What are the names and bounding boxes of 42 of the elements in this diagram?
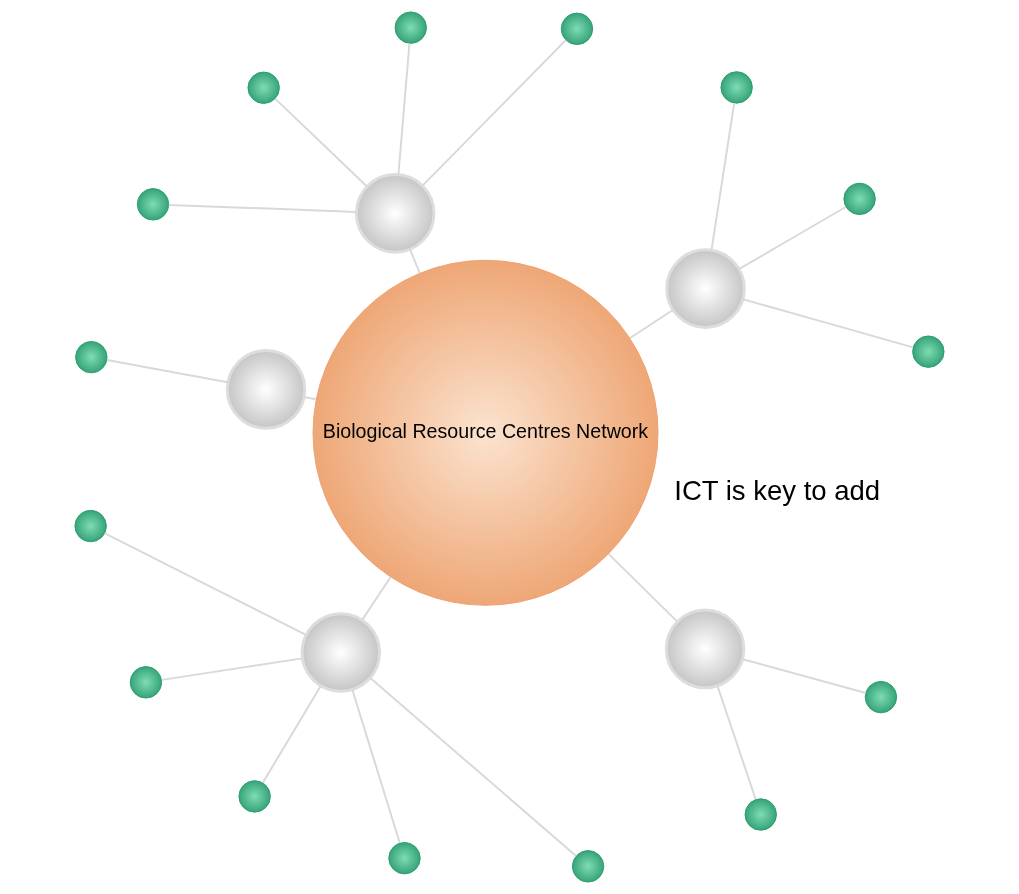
node-circle <box>74 509 107 543</box>
connector <box>361 576 392 621</box>
node-circle <box>247 71 280 104</box>
node-circle <box>571 850 605 883</box>
node-circle <box>225 349 307 430</box>
node-circle <box>136 188 170 221</box>
connector <box>369 677 578 857</box>
connector <box>607 553 679 623</box>
connector <box>741 658 867 694</box>
connector <box>738 206 847 270</box>
connector <box>397 42 411 176</box>
connector <box>421 39 567 187</box>
connector <box>261 684 322 784</box>
node-circle <box>665 248 746 329</box>
node-circle <box>664 608 746 690</box>
label: ICT is key to add <box>674 474 881 506</box>
node-circle <box>388 841 421 875</box>
node-circle <box>300 612 382 693</box>
node-circle <box>744 798 777 831</box>
connector <box>409 248 421 275</box>
connector <box>106 359 229 384</box>
connector <box>742 298 914 349</box>
node-circle <box>720 71 753 104</box>
connector <box>351 688 401 844</box>
node-circle <box>129 666 163 699</box>
connector <box>629 309 674 340</box>
connector <box>167 203 358 213</box>
node-circle <box>238 780 271 813</box>
node-circle <box>560 12 594 45</box>
node-circle <box>912 335 945 368</box>
connector <box>274 97 368 188</box>
connector <box>103 532 307 636</box>
connector <box>303 395 317 401</box>
node-circle: Biological Resource Centres Network <box>312 259 659 606</box>
connector <box>710 102 736 251</box>
node-circle <box>75 340 108 374</box>
connector <box>160 657 304 681</box>
node-circle <box>354 173 436 254</box>
connector <box>716 685 757 801</box>
node-circle <box>843 182 876 216</box>
node-circle <box>864 680 898 714</box>
node-circle <box>394 11 427 44</box>
